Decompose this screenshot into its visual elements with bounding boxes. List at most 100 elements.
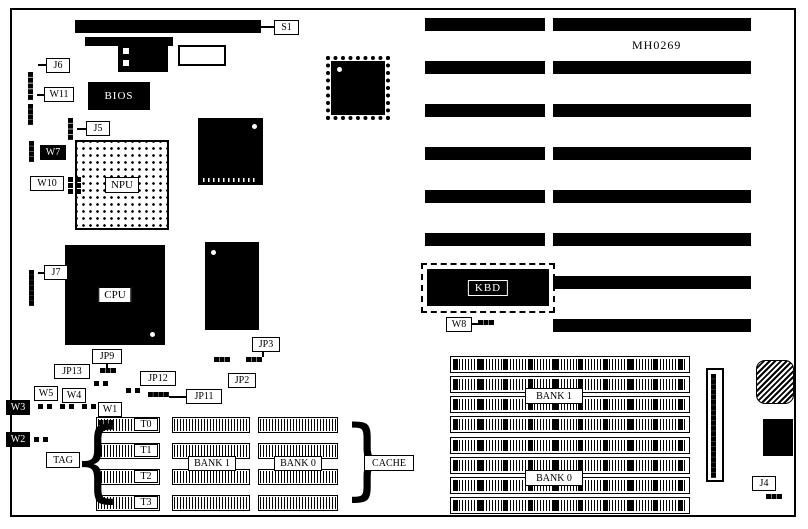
cpu-chip-label: CPU <box>98 287 132 303</box>
jp3-label: JP3 <box>252 337 280 352</box>
w5-jumper <box>60 404 74 413</box>
pin1-dot <box>211 250 216 255</box>
isa-slot <box>553 18 751 31</box>
s1-arrow <box>250 22 259 32</box>
jp3-leader-line <box>262 352 264 357</box>
isa-slot <box>425 233 545 246</box>
s1-label: S1 <box>274 20 299 35</box>
w11-label: W11 <box>44 87 74 102</box>
connector-secondary <box>85 37 173 46</box>
j6-header <box>28 72 37 100</box>
w11-header <box>28 104 37 125</box>
board-id: MH0269 <box>632 38 682 52</box>
jp9-jumper <box>100 368 116 377</box>
j7-header <box>29 270 38 306</box>
w3-label: W3 <box>6 400 30 415</box>
jp9-leader-line <box>106 364 108 368</box>
w4-jumper <box>82 404 96 413</box>
mem-bank1-label: BANK 1 <box>525 388 583 404</box>
oscillator-pin <box>123 60 129 66</box>
qfp-chip-2-body <box>331 61 385 115</box>
isa-slot <box>425 190 545 203</box>
isa-slot <box>553 233 751 246</box>
simm-socket <box>450 497 690 514</box>
bios-chip: BIOS <box>88 82 150 110</box>
w5-label: W5 <box>34 386 58 401</box>
isa-slot <box>553 190 751 203</box>
tag-brace: { <box>72 409 123 512</box>
connector-s1 <box>75 20 261 33</box>
w8-jumper <box>478 320 494 329</box>
isa-slot <box>425 18 545 31</box>
cache-bank0-label: BANK 0 <box>274 456 322 471</box>
sram-chip-row <box>172 443 250 459</box>
jp11-label: JP11 <box>186 389 222 404</box>
jp2-jumper <box>214 357 230 366</box>
w8-leader-line <box>472 323 478 325</box>
w10-label: W10 <box>30 176 64 191</box>
w2-jumper <box>34 437 48 446</box>
w3-jumper <box>38 404 52 413</box>
isa-slot <box>425 61 545 74</box>
simm-modules <box>453 379 687 390</box>
t3-label: T3 <box>134 496 158 509</box>
rear-connector <box>763 419 793 456</box>
w10-header <box>68 177 81 194</box>
j4-label: J4 <box>752 476 776 491</box>
jp2-label: JP2 <box>228 373 256 388</box>
sram-chips <box>174 445 248 457</box>
pin1-dot <box>252 124 257 129</box>
kbd-chip: KBD <box>427 269 549 306</box>
sram-chip-row <box>258 417 338 433</box>
qfp-chip-2 <box>326 56 390 120</box>
isa-slot <box>553 319 751 332</box>
qfp-pins <box>203 178 258 182</box>
w4-label: W4 <box>62 388 86 403</box>
npu-chip-label: NPU <box>104 177 140 193</box>
jp11-leader-line <box>169 396 186 398</box>
sram-chips <box>260 471 336 483</box>
simm-socket <box>450 416 690 433</box>
sram-chips <box>174 419 248 431</box>
cache-label: CACHE <box>364 455 414 471</box>
j7-label: J7 <box>44 265 68 280</box>
sram-chip-row <box>172 417 250 433</box>
w2-label: W2 <box>6 432 30 447</box>
oscillator-chip <box>118 43 168 72</box>
simm-modules <box>453 500 687 511</box>
jp12-jumper <box>126 388 140 397</box>
j4-jumper <box>766 494 782 503</box>
power-connector <box>706 368 724 482</box>
qfp-chip-1 <box>198 118 263 185</box>
j5-leader-line <box>77 128 86 130</box>
jp11-jumper <box>148 392 169 401</box>
cache-bank1-label: BANK 1 <box>188 456 236 471</box>
sram-chip-row <box>172 469 250 485</box>
j7-leader-line <box>38 272 44 274</box>
jp9-label: JP9 <box>92 349 122 364</box>
simm-modules <box>453 460 687 471</box>
isa-slot <box>425 104 545 117</box>
jp12-label: JP12 <box>140 371 176 386</box>
jp13-label: JP13 <box>54 364 90 379</box>
sram-chips <box>260 445 336 457</box>
crystal <box>178 45 226 66</box>
oscillator-pin <box>123 48 129 54</box>
w1-label: W1 <box>98 402 122 417</box>
simm-socket <box>450 437 690 454</box>
w11-leader-line <box>37 94 44 96</box>
simm-modules <box>453 440 687 451</box>
w1-jumper <box>98 420 114 429</box>
j6-leader-line <box>38 64 46 66</box>
t2-label: T2 <box>134 470 158 483</box>
kbd-socket-outline <box>421 263 555 313</box>
pin1-dot <box>337 67 342 72</box>
isa-slot <box>553 276 751 289</box>
sram-chips <box>260 419 336 431</box>
simm-socket <box>450 356 690 373</box>
power-connector-pins <box>711 374 720 478</box>
j5-header <box>68 118 77 140</box>
sram-chip-row <box>258 469 338 485</box>
j5-label: J5 <box>86 121 110 136</box>
